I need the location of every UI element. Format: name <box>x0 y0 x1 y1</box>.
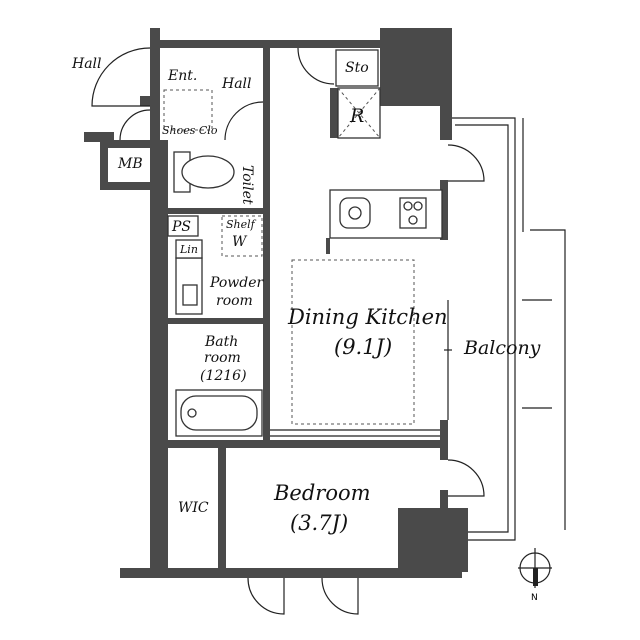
north-compass-icon: N <box>518 548 552 603</box>
wic-label: WIC <box>178 500 209 516</box>
storage-label: Sto <box>345 60 369 76</box>
pipe-space-label: PS <box>171 219 191 235</box>
meter-box-label: MB <box>117 156 143 172</box>
powder-room-sink <box>175 257 203 315</box>
bedroom-label: Bedroom <box>273 481 371 505</box>
balcony-label: Balcony <box>463 337 541 359</box>
toilet-fixture <box>173 151 235 193</box>
north-label: N <box>531 593 538 603</box>
refrigerator-label: R <box>349 105 364 127</box>
shoes-closet-outline <box>163 89 213 131</box>
hall-outer-label: Hall <box>71 56 102 72</box>
dining-kitchen-size: (9.1J) <box>334 335 392 359</box>
walls <box>84 28 468 578</box>
bath-label-1: Bath <box>204 334 238 350</box>
hall-inner-label: Hall <box>221 76 252 92</box>
dining-kitchen-label: Dining Kitchen <box>287 305 448 329</box>
linen-box <box>175 239 203 259</box>
dining-table-outline <box>291 259 415 425</box>
balcony-area <box>440 117 566 541</box>
washer-label: W <box>232 234 248 250</box>
entrance-label: Ent. <box>167 68 197 84</box>
bath-label-2: room <box>204 350 241 366</box>
linen-label: Lin <box>179 243 198 256</box>
doors <box>91 47 485 615</box>
refrigerator-fixture <box>337 87 381 139</box>
powder-room-label-2: room <box>216 293 253 309</box>
kitchen-counter <box>329 189 443 239</box>
bedroom-size: (3.7J) <box>290 511 348 535</box>
toilet-label: Toilet <box>239 165 255 205</box>
shelf-label: Shelf <box>226 218 257 231</box>
powder-room-label-1: Powder <box>209 275 265 291</box>
bath-label-3: (1216) <box>200 368 247 384</box>
storage-box <box>335 49 379 87</box>
shoes-closet-label: Shoes Clo <box>162 124 218 137</box>
shelf-outline <box>221 215 263 257</box>
pipe-space-box <box>167 215 199 237</box>
bathtub-fixture <box>175 389 263 437</box>
